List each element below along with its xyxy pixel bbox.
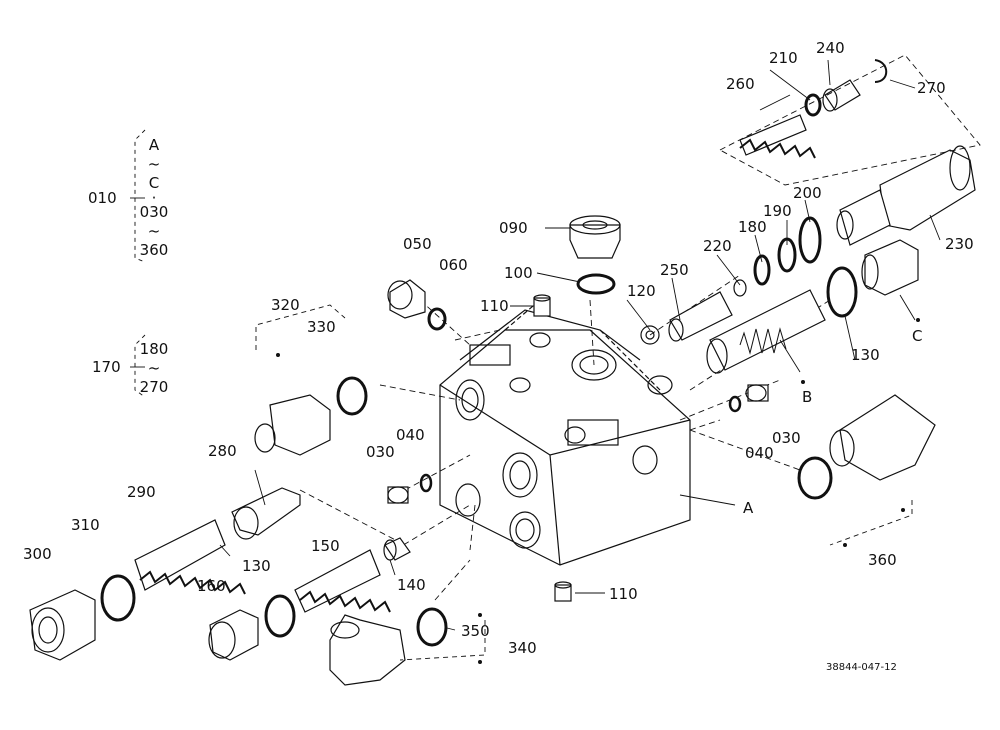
callout-040-left: 040 [396,426,425,444]
callout-150: 150 [311,537,340,555]
relief-valve-parts [640,145,976,374]
callout-dots [276,318,920,664]
callout-270: 270 [917,79,946,97]
group-170-item: 180 [139,340,169,358]
group-braces [134,129,146,398]
spring-group-top [719,54,981,186]
callout-280: 280 [208,442,237,460]
group-170-items: 180 ~ 270 [137,340,171,397]
relief-parts-left [29,487,301,661]
group-010-code: 010 [88,189,117,207]
plug-050 [387,279,447,331]
plug-030-left [387,473,433,504]
callout-350: 350 [461,622,490,640]
group-010-item: 360 [139,241,169,259]
callout-200: 200 [793,184,822,202]
fitting-360 [797,394,936,546]
callout-310: 310 [71,516,100,534]
callout-130-left: 130 [242,557,271,575]
top-plug [533,215,621,602]
group-170-item: ~ [147,359,161,377]
group-170-code: 170 [92,358,121,376]
callout-330: 330 [307,318,336,336]
callout-030-left: 030 [366,443,395,461]
callout-300: 300 [23,545,52,563]
callout-210: 210 [769,49,798,67]
group-010-item: A [148,136,160,154]
callout-090: 090 [499,219,528,237]
callout-C: C [912,327,923,345]
callout-260: 260 [726,75,755,93]
callout-A: A [743,499,754,517]
callout-220: 220 [703,237,732,255]
group-010-item: C [148,174,160,192]
callout-230: 230 [945,235,974,253]
callout-050: 050 [403,235,432,253]
group-010-item: 030 [139,203,169,221]
elbow-340 [329,607,486,686]
fitting-320 [254,304,368,456]
group-010-item: · [151,189,157,207]
callout-140: 140 [397,576,426,594]
group-010-item: ~ [147,155,161,173]
callout-030-right: 030 [772,429,801,447]
callout-100: 100 [504,264,533,282]
callout-290: 290 [127,483,156,501]
callout-320: 320 [271,296,300,314]
callout-250: 250 [660,261,689,279]
callout-120: 120 [627,282,656,300]
callout-B: B [802,388,813,406]
callout-leaders [130,59,941,631]
callout-110-top: 110 [480,297,509,315]
valve-body [439,299,691,566]
callout-160: 160 [197,577,226,595]
callout-060: 060 [439,256,468,274]
callout-040-right: 040 [745,444,774,462]
group-170-item: 270 [139,378,169,396]
plug-030-right [728,384,769,413]
callout-190: 190 [763,202,792,220]
callout-340: 340 [508,639,537,657]
callout-130-right: 130 [851,346,880,364]
callout-110-bottom: 110 [609,585,638,603]
group-010-item: ~ [147,222,161,240]
group-010-items: A ~ C · 030 ~ 360 [138,136,170,260]
callout-240: 240 [816,39,845,57]
callout-180: 180 [738,218,767,236]
drawing-number: 38844-047-12 [826,662,897,673]
callout-360: 360 [868,551,897,569]
